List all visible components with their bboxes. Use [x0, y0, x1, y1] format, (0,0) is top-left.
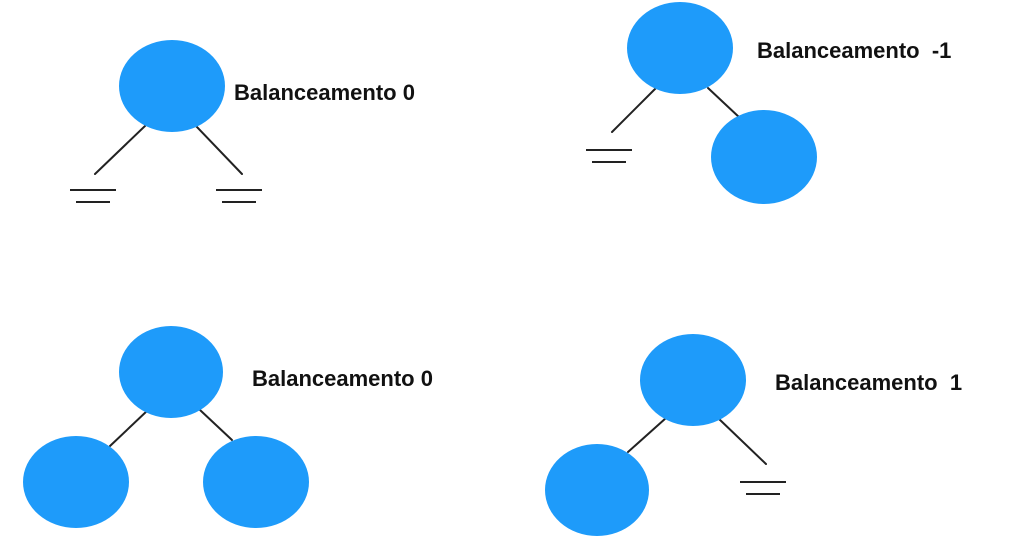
- edge-left: [627, 417, 667, 453]
- balance-label: Balanceamento 0: [252, 366, 433, 391]
- edge-right: [195, 125, 243, 175]
- edge-left: [611, 87, 657, 133]
- root-node: [119, 326, 223, 418]
- left-child-node: [545, 444, 649, 536]
- edge-left: [109, 409, 149, 447]
- tree-balance-zero-full: Balanceamento 0: [23, 326, 433, 528]
- null-right-icon: [740, 481, 786, 495]
- null-left-icon: [70, 189, 116, 203]
- tree-balance-minus-one: Balanceamento -1: [586, 2, 951, 204]
- edge-right: [707, 87, 741, 119]
- right-child-node: [711, 110, 817, 204]
- root-node: [119, 40, 225, 132]
- tree-balance-zero-leaf: Balanceamento 0: [70, 40, 415, 203]
- balance-label: Balanceamento 1: [775, 370, 962, 395]
- root-node: [627, 2, 733, 94]
- edge-left: [94, 125, 146, 175]
- balance-label: Balanceamento 0: [234, 80, 415, 105]
- edge-right: [717, 417, 767, 465]
- null-right-icon: [216, 189, 262, 203]
- left-child-node: [23, 436, 129, 528]
- null-left-icon: [586, 149, 632, 163]
- tree-balance-plus-one: Balanceamento 1: [545, 334, 962, 536]
- right-child-node: [203, 436, 309, 528]
- balance-label: Balanceamento -1: [757, 38, 951, 63]
- edge-right: [199, 409, 233, 441]
- root-node: [640, 334, 746, 426]
